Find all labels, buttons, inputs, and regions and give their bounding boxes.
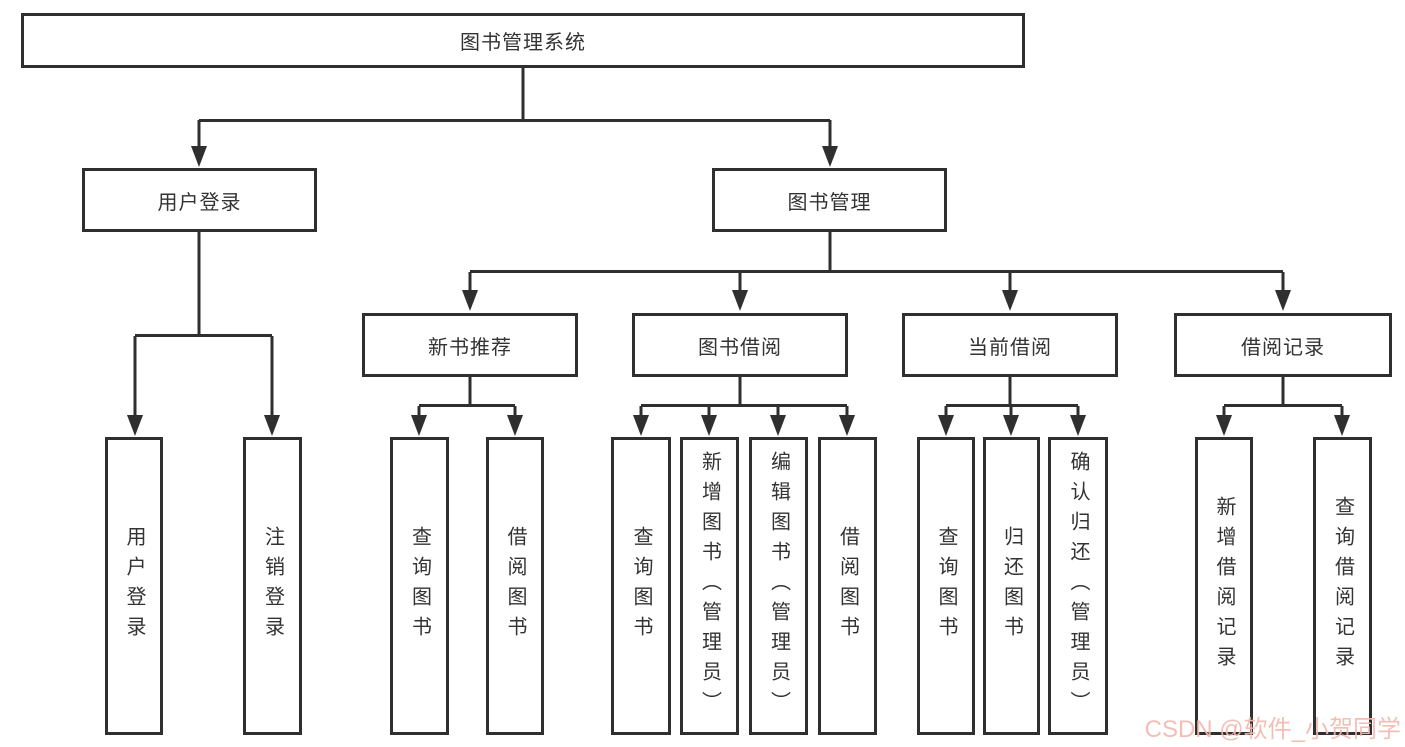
arrowhead xyxy=(938,415,954,436)
watermark: CSDN @软件_小贺同学 xyxy=(1144,716,1401,743)
leaf-label: 借阅图书 xyxy=(504,526,526,646)
leaf-label: 归还图书 xyxy=(1000,526,1023,646)
arrowhead xyxy=(1334,415,1350,436)
arrow-shafts-level3 xyxy=(468,272,1285,291)
leaf-confirm-return-admin: 确认归还（管理员） xyxy=(1048,437,1108,735)
leaf-label: 用户登录 xyxy=(123,526,145,646)
leaf-label: 确认归还（管理员） xyxy=(1067,451,1089,721)
arrowhead xyxy=(732,290,748,311)
leaf-label: 借阅图书 xyxy=(836,526,859,646)
arrowhead xyxy=(839,415,855,436)
arrow-shafts-leaves xyxy=(417,406,1344,416)
arrow-shafts-level2 xyxy=(197,120,832,147)
connector-book-management xyxy=(470,232,1283,273)
leaf-borrow-query-book: 查询图书 xyxy=(611,437,671,735)
leaf-return-book: 归还图书 xyxy=(983,437,1040,735)
arrowhead xyxy=(507,415,523,436)
connector-new-book xyxy=(419,377,515,407)
node-book-borrow: 图书借阅 xyxy=(632,313,848,377)
arrowhead xyxy=(822,146,838,167)
arrowhead xyxy=(701,415,717,436)
arrow-shafts-login-leaves xyxy=(133,336,274,416)
arrowhead xyxy=(1216,415,1232,436)
leaf-query-borrow-record: 查询借阅记录 xyxy=(1313,437,1372,735)
leaf-edit-book-admin: 编辑图书（管理员） xyxy=(749,437,808,735)
node-label: 图书管理系统 xyxy=(460,32,586,54)
connector-book-borrow xyxy=(641,377,847,407)
node-borrow-record: 借阅记录 xyxy=(1174,313,1392,377)
leaf-label: 查询图书 xyxy=(408,526,431,646)
connector-borrow-record xyxy=(1224,377,1342,407)
arrowhead xyxy=(1003,415,1019,436)
node-user-login: 用户登录 xyxy=(82,168,317,232)
node-current-borrow: 当前借阅 xyxy=(902,313,1118,377)
leaf-recommend-borrow-book: 借阅图书 xyxy=(486,437,544,735)
node-library-system: 图书管理系统 xyxy=(21,13,1025,68)
arrowhead xyxy=(1070,415,1086,436)
arrowhead xyxy=(127,415,143,436)
leaf-current-query-book: 查询图书 xyxy=(917,437,975,735)
arrowhead xyxy=(191,146,207,167)
leaf-add-borrow-record: 新增借阅记录 xyxy=(1195,437,1253,735)
leaf-label: 查询图书 xyxy=(630,526,652,646)
arrowhead xyxy=(1275,290,1291,311)
node-label: 图书借阅 xyxy=(698,336,782,359)
node-label: 新书推荐 xyxy=(428,336,512,359)
connector-user-login xyxy=(135,232,272,337)
arrowhead xyxy=(770,415,786,436)
leaf-label: 查询借阅记录 xyxy=(1331,496,1354,676)
leaf-user-login: 用户登录 xyxy=(105,437,163,735)
arrowhead xyxy=(633,415,649,436)
arrowhead xyxy=(411,415,427,436)
leaf-add-book-admin: 新增图书（管理员） xyxy=(680,437,739,735)
connector-current-borrow xyxy=(946,377,1078,407)
leaf-label: 新增借阅记录 xyxy=(1213,496,1235,676)
leaf-recommend-query-book: 查询图书 xyxy=(390,437,449,735)
leaf-logout: 注销登录 xyxy=(243,437,302,735)
node-label: 用户登录 xyxy=(157,191,242,214)
connector-root xyxy=(199,68,830,122)
node-label: 图书管理 xyxy=(787,191,872,214)
arrowhead xyxy=(462,290,478,311)
node-label: 当前借阅 xyxy=(968,336,1052,359)
arrowhead xyxy=(264,415,280,436)
leaf-label: 编辑图书（管理员） xyxy=(767,451,790,721)
leaf-borrow-borrow-book: 借阅图书 xyxy=(818,437,877,735)
node-label: 借阅记录 xyxy=(1241,336,1325,359)
node-new-book-recommend: 新书推荐 xyxy=(362,313,578,377)
arrowhead xyxy=(1002,290,1018,311)
node-book-management: 图书管理 xyxy=(712,168,947,232)
leaf-label: 注销登录 xyxy=(261,526,284,646)
leaf-label: 新增图书（管理员） xyxy=(698,451,721,721)
leaf-label: 查询图书 xyxy=(935,526,957,646)
